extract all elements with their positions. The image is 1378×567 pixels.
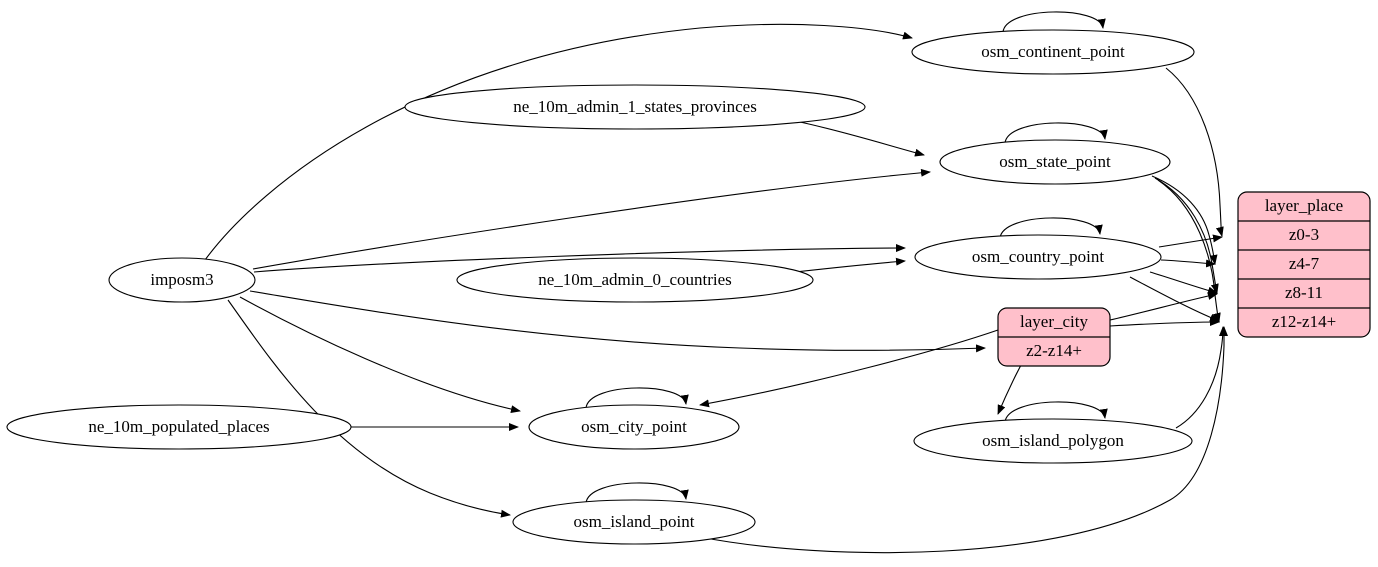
node-osm_city_point[interactable]: osm_city_point: [528, 404, 740, 450]
edge-self-loop-osm_city_point: [585, 387, 689, 409]
node-ne_10m_populated_places[interactable]: ne_10m_populated_places: [6, 404, 352, 450]
record-row-layer_place-z4-7[interactable]: z4-7: [1289, 254, 1320, 273]
edge-layer_city-to-layer_place-z8-11: [1109, 292, 1218, 321]
node-osm_state_point[interactable]: osm_state_point: [939, 139, 1171, 185]
node-label-imposm3: imposm3: [150, 270, 213, 289]
record-node-layer_place[interactable]: layer_place z0-3 z4-7 z8-11 z12-z14+: [1237, 191, 1371, 338]
edge-self-loop-osm_island_point: [585, 482, 689, 504]
record-row-layer_place-z0-3[interactable]: z0-3: [1289, 225, 1319, 244]
node-osm_island_polygon[interactable]: osm_island_polygon: [913, 418, 1193, 464]
node-label-osm_continent_point: osm_continent_point: [981, 42, 1125, 61]
edge-self-loop-osm_state_point: [1004, 122, 1108, 144]
edge-osm_country_point-to-layer_place-z4-7: [1160, 259, 1216, 268]
node-label-osm_island_polygon: osm_island_polygon: [982, 431, 1124, 450]
record-row-layer_city-z2-z14plus[interactable]: z2-z14+: [1026, 341, 1082, 360]
record-row-layer_place-z8-11[interactable]: z8-11: [1285, 283, 1323, 302]
node-label-ne_10m_admin_0_countries: ne_10m_admin_0_countries: [538, 270, 732, 289]
edge-imposm3-to-osm_island_point: [227, 299, 511, 518]
node-osm_continent_point[interactable]: osm_continent_point: [911, 29, 1195, 75]
edge-layer_city-to-osm_city_point: [699, 329, 999, 408]
edge-ne_10m_admin_1_states_provinces-to-osm_state_point: [799, 121, 925, 157]
record-header-layer_place: layer_place: [1265, 196, 1343, 215]
edge-osm_state_point-to-layer_place-z8-11: [1154, 177, 1219, 294]
edge-osm_continent_point-to-layer_place-z0-3: [1165, 67, 1224, 237]
edge-self-loop-osm_continent_point: [1002, 11, 1106, 33]
node-label-osm_country_point: osm_country_point: [972, 247, 1104, 266]
edge-imposm3-to-osm_country_point: [253, 244, 906, 273]
record-row-layer_place-z12-z14plus[interactable]: z12-z14+: [1272, 312, 1336, 331]
edge-osm_island_polygon-to-layer_place-z12-z14+: [1175, 326, 1227, 429]
edge-imposm3-to-osm_city_point: [239, 296, 521, 414]
edge-imposm3-to-layer_city: [249, 290, 986, 353]
edge-osm_country_point-to-layer_place-z0-3: [1158, 234, 1223, 248]
record-node-layer_city[interactable]: layer_city z2-z14+: [997, 307, 1111, 367]
edge-osm_island_point-to-layer_place-z12-z14+: [699, 326, 1228, 554]
edge-layer_city-to-layer_place-z12-z14+: [1109, 318, 1220, 327]
node-imposm3[interactable]: imposm3: [108, 257, 256, 303]
node-osm_island_point[interactable]: osm_island_point: [512, 499, 756, 545]
edge-imposm3-to-osm_state_point: [252, 168, 931, 270]
node-label-osm_city_point: osm_city_point: [581, 417, 687, 436]
node-ne_10m_admin_1_states_provinces[interactable]: ne_10m_admin_1_states_provinces: [404, 84, 866, 130]
edge-imposm3-to-osm_continent_point: [204, 23, 913, 261]
edge-osm_country_point-to-layer_place-z8-11: [1149, 271, 1218, 295]
node-ne_10m_admin_0_countries[interactable]: ne_10m_admin_0_countries: [456, 257, 814, 303]
record-header-layer_city: layer_city: [1020, 312, 1088, 331]
node-osm_country_point[interactable]: osm_country_point: [914, 234, 1162, 280]
node-label-ne_10m_populated_places: ne_10m_populated_places: [88, 417, 269, 436]
node-layer: imposm3 ne_10m_admin_1_states_provinces …: [6, 29, 1371, 545]
edge-ne_10m_admin_0_countries-to-osm_country_point: [794, 257, 906, 273]
node-label-ne_10m_admin_1_states_provinces: ne_10m_admin_1_states_provinces: [513, 97, 757, 116]
node-label-osm_state_point: osm_state_point: [999, 152, 1111, 171]
node-label-osm_island_point: osm_island_point: [574, 512, 695, 531]
edge-self-loop-osm_island_polygon: [1004, 401, 1108, 423]
edge-self-loop-osm_country_point: [999, 217, 1103, 239]
edge-layer: [204, 11, 1228, 554]
edge-osm_country_point-to-layer_place-z12-z14+: [1129, 276, 1220, 322]
edge-osm_state_point-to-layer_place-z4-7: [1151, 175, 1218, 265]
